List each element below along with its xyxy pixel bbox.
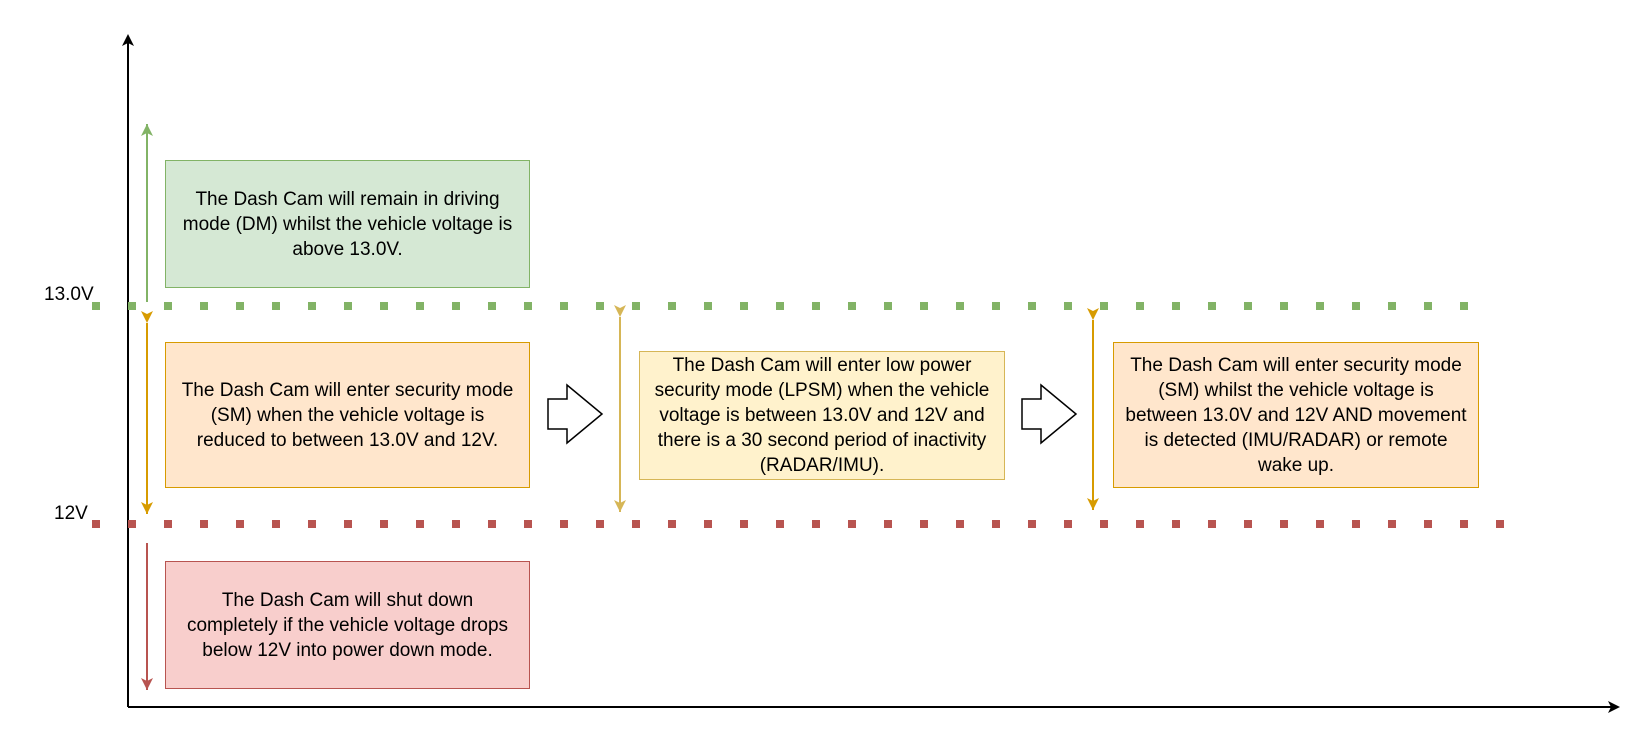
block-arrow-right-1 <box>547 383 604 445</box>
driving-mode-box: The Dash Cam will remain in driving mode… <box>165 160 530 288</box>
low-power-security-mode-text: The Dash Cam will enter low power securi… <box>654 355 990 476</box>
security-mode-enter-box: The Dash Cam will enter security mode (S… <box>165 342 530 488</box>
driving-mode-text: The Dash Cam will remain in driving mode… <box>182 188 513 260</box>
level-label-13v: 13.0V <box>44 284 94 305</box>
low-power-security-mode-box: The Dash Cam will enter low power securi… <box>639 351 1005 480</box>
security-mode-wake-box: The Dash Cam will enter security mode (S… <box>1113 342 1479 488</box>
power-down-mode-box: The Dash Cam will shut down completely i… <box>165 561 530 689</box>
level-label-12v: 12V <box>54 503 88 524</box>
power-down-mode-text: The Dash Cam will shut down completely i… <box>186 589 509 661</box>
security-mode-enter-text: The Dash Cam will enter security mode (S… <box>181 379 514 451</box>
security-mode-wake-text: The Dash Cam will enter security mode (S… <box>1125 354 1467 476</box>
block-arrow-right-2 <box>1021 383 1078 445</box>
